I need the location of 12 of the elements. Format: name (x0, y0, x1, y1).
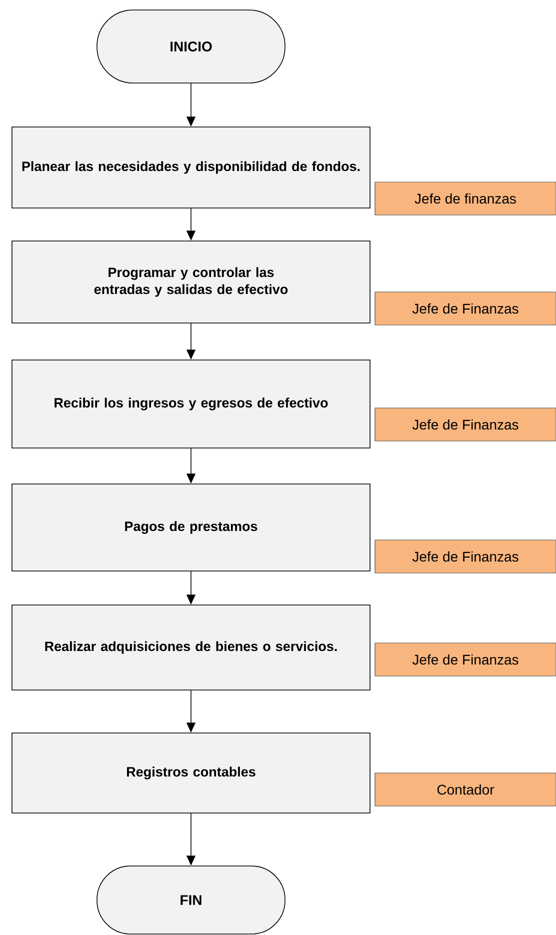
role-tag: Jefe de Finanzas (374, 408, 556, 442)
role-tag: Contador (374, 772, 556, 806)
role-tag: Jefe de Finanzas (374, 642, 556, 676)
process-box: Programar y controlar las entradas y salidas de efectivo (12, 240, 370, 324)
process-box: Realizar adquisiciones de bienes o servicios. (12, 604, 370, 690)
process-box: Pagos de prestamos (12, 484, 370, 572)
role-tag: Jefe de Finanzas (374, 540, 556, 574)
role-tag: Jefe de Finanzas (374, 292, 556, 326)
process-box: Registros contables (12, 732, 370, 814)
process-box: Planear las necesidades y disponibilidad de fondos. (12, 126, 370, 208)
role-tag: Jefe de finanzas (374, 182, 556, 216)
process-box: Recibir los ingresos y egresos de efectivo (12, 360, 370, 448)
